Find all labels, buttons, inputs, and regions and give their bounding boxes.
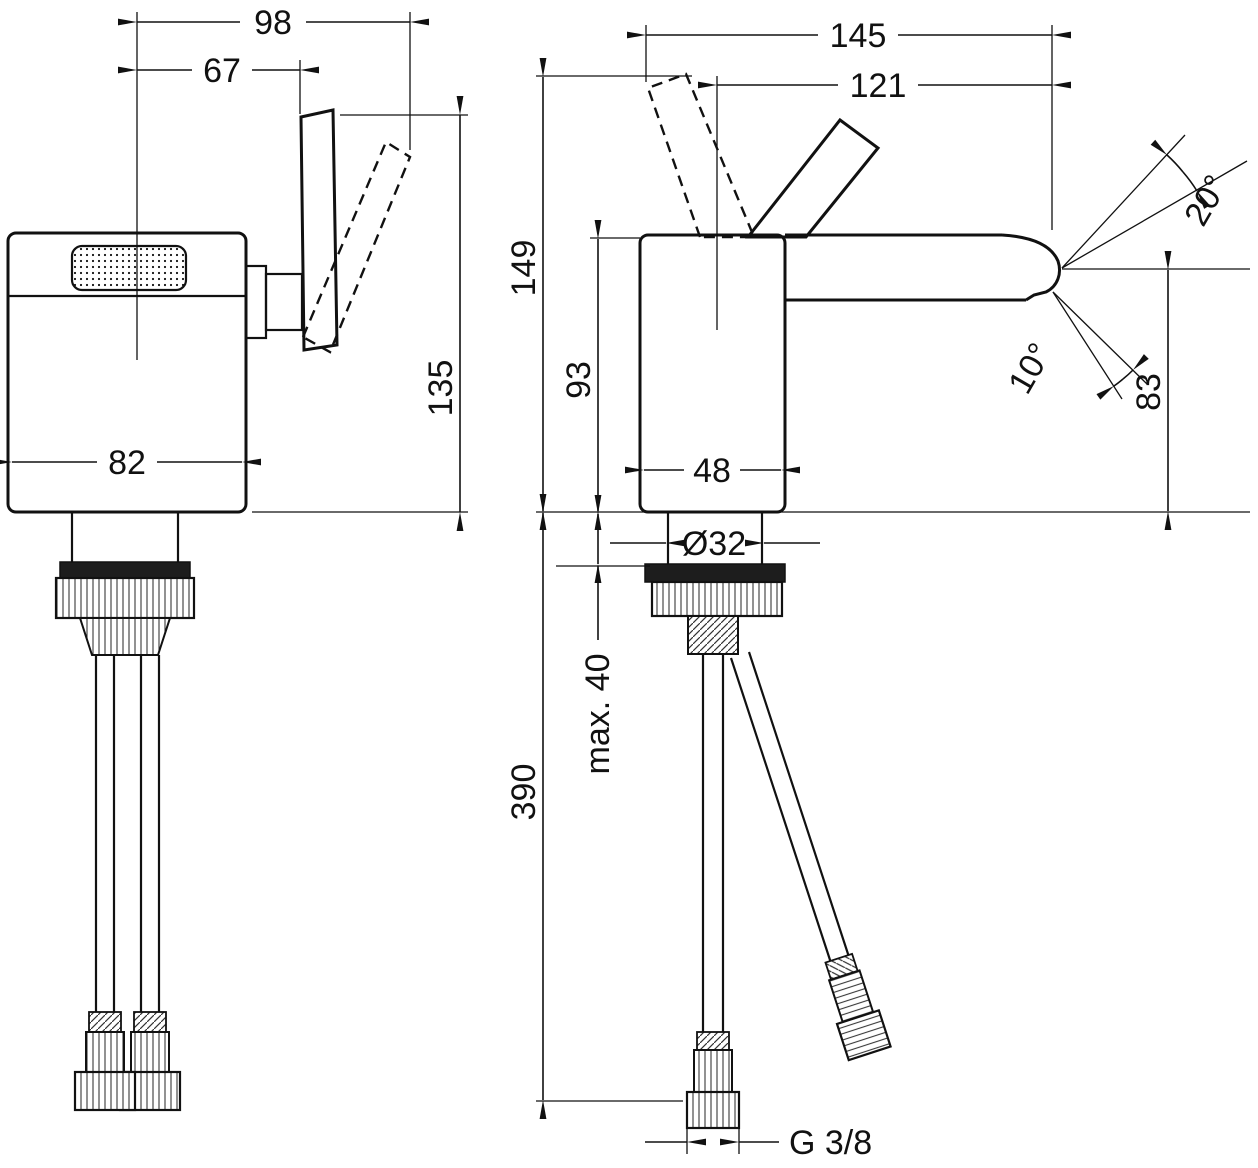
washer <box>59 561 191 579</box>
angle-line <box>1052 291 1123 400</box>
dimension-135: 135 <box>252 96 468 531</box>
dim-label-g38: G 3/8 <box>789 1124 872 1162</box>
hose-block <box>687 615 739 655</box>
angle-line <box>1061 134 1186 269</box>
dim-label-diameter-32: Ø32 <box>682 525 746 563</box>
hose-end-fitting-left <box>73 1011 137 1112</box>
angle-10: 10° <box>1001 291 1149 401</box>
dim-label-98: 98 <box>254 4 292 42</box>
handle-lever-upright-dashed <box>646 72 756 239</box>
handle-flange <box>244 264 268 340</box>
dim-label-48: 48 <box>693 452 731 490</box>
dimension-diameter-32: Ø32 <box>610 525 820 563</box>
dimension-93: 93 <box>560 220 640 530</box>
crimp-sleeve <box>696 1031 730 1051</box>
dim-label-390: 390 <box>505 764 543 821</box>
side-body-outline <box>638 233 787 514</box>
hose-line-diagonal <box>747 651 851 958</box>
mounting-nut <box>650 580 784 618</box>
connector-nut <box>73 1070 137 1112</box>
handle-lever-swung-dashed <box>301 140 412 354</box>
dimension-48: 48 <box>625 452 800 490</box>
angle-reference-line <box>1052 291 1148 385</box>
dimension-390: 390 <box>505 494 683 1119</box>
angle-arc <box>1182 171 1210 209</box>
aerator-window <box>70 244 188 292</box>
knurled-sleeve <box>85 1031 125 1073</box>
side-handle <box>646 72 881 239</box>
side-body <box>638 233 1061 514</box>
handle-lever-tilted <box>744 117 881 239</box>
connector-nut <box>835 1008 892 1062</box>
nut-taper <box>78 617 172 656</box>
dimension-145: 145 <box>627 17 1071 230</box>
dimension-82: 82 <box>0 444 261 482</box>
vertical-hose-fitting <box>685 1031 741 1130</box>
handle-pivot <box>264 272 304 332</box>
angle-arc <box>1150 139 1184 173</box>
knurled-sleeve <box>693 1049 733 1093</box>
dim-label-93: 93 <box>560 361 598 399</box>
dimension-67: 67 <box>118 52 319 114</box>
side-undercounter <box>644 512 892 1130</box>
hose-line-diagonal <box>729 657 833 964</box>
front-view: 98 67 135 82 <box>0 4 468 1112</box>
spout-tip <box>1001 233 1061 302</box>
connector-nut <box>685 1090 741 1130</box>
front-undercounter <box>54 512 196 1112</box>
front-body <box>6 231 248 514</box>
dim-label-135: 135 <box>422 360 460 417</box>
angle-arc <box>1122 354 1149 380</box>
angle-arc <box>1096 378 1124 400</box>
front-handle <box>244 108 412 354</box>
dim-label-82: 82 <box>108 444 146 482</box>
crimp-sleeve <box>88 1011 122 1033</box>
dim-label-149: 149 <box>505 240 543 297</box>
dim-label-145: 145 <box>830 17 887 55</box>
dimension-83: 83 <box>1062 251 1250 530</box>
dimension-121: 121 <box>698 67 1071 330</box>
handle-lever <box>299 108 339 352</box>
crimp-sleeve <box>133 1011 167 1033</box>
angle-label-20: 20° <box>1177 169 1236 233</box>
washer <box>644 563 786 583</box>
angle-reference-line <box>1061 160 1248 269</box>
diagonal-hose-fitting <box>824 952 892 1062</box>
front-body-outline <box>6 231 248 514</box>
mounting-nut <box>54 576 196 620</box>
dimension-g38: G 3/8 <box>645 1124 872 1162</box>
angle-20: 20° <box>1061 134 1248 269</box>
side-view: 145 121 149 93 48 <box>505 17 1250 1162</box>
knurled-sleeve <box>130 1031 170 1073</box>
dimension-max-40: max. 40 <box>556 495 650 775</box>
dim-label-83: 83 <box>1130 373 1168 411</box>
dim-label-121: 121 <box>850 67 907 105</box>
dim-label-67: 67 <box>203 52 241 90</box>
angle-label-10: 10° <box>1001 337 1060 401</box>
dim-label-max-40: max. 40 <box>579 654 617 775</box>
dimension-149: 149 <box>505 58 692 530</box>
